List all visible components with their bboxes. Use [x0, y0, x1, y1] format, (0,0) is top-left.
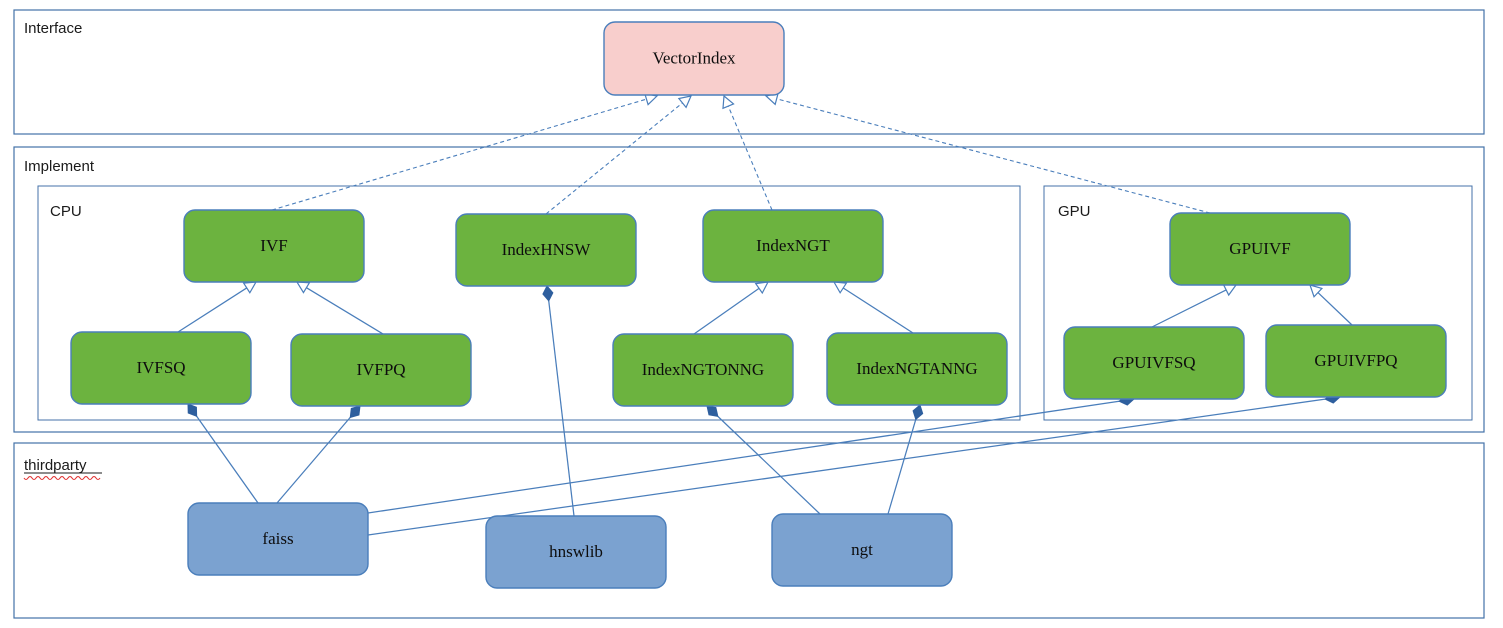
node-box-indexngt[interactable]: [702, 209, 884, 283]
node-label-indexhnsw: IndexHNSW: [502, 240, 592, 259]
edge-ivfsq-faiss: [187, 403, 259, 504]
node-ivf[interactable]: IVF: [183, 209, 365, 283]
composition-diamond-ivfpq-faiss: [349, 405, 361, 419]
composition-diamond-ivfsq-faiss: [187, 403, 198, 417]
node-label-gpuivfsq: GPUIVFSQ: [1112, 353, 1195, 372]
edge-ngtanng-ngt: [887, 404, 924, 515]
node-label-vectorindex: VectorIndex: [652, 48, 736, 67]
node-gpuivfpq[interactable]: GPUIVFPQ: [1265, 324, 1447, 398]
node-label-indexngt: IndexNGT: [756, 236, 830, 255]
node-label-ivfpq: IVFPQ: [356, 360, 405, 379]
node-ivfpq[interactable]: IVFPQ: [290, 333, 472, 407]
node-indexngt[interactable]: IndexNGT: [702, 209, 884, 283]
edge-line-gpuivfpq-gpuivf: [1317, 292, 1353, 326]
edge-line-indexhnsw-hnswlib: [548, 300, 575, 517]
edge-line-ivfsq-ivf: [177, 287, 248, 333]
edge-ngtonng-indexngt: [693, 281, 770, 335]
node-label-gpuivf: GPUIVF: [1229, 239, 1290, 258]
node-box-indexngtonng[interactable]: [612, 333, 794, 407]
node-box-ngt[interactable]: [771, 513, 953, 587]
node-box-vectorindex[interactable]: [603, 21, 785, 96]
group-label-implement: Implement: [24, 158, 95, 175]
node-hnswlib[interactable]: hnswlib: [485, 515, 667, 589]
node-indexhnsw[interactable]: IndexHNSW: [455, 213, 637, 287]
node-box-faiss[interactable]: [187, 502, 369, 576]
edge-line-gpuivf-vectorindex: [776, 98, 1211, 214]
node-faiss[interactable]: faiss: [187, 502, 369, 576]
node-box-indexngtanng[interactable]: [826, 332, 1008, 406]
edge-indexhnsw-vectorindex: [545, 95, 693, 215]
edge-line-ngtonng-ngt: [717, 415, 821, 515]
edge-indexhnsw-hnswlib: [542, 285, 575, 517]
edge-line-indexhnsw-vectorindex: [545, 102, 683, 215]
edge-line-indexngt-vectorindex: [727, 105, 773, 211]
node-label-ivf: IVF: [260, 236, 287, 255]
node-indexngtanng[interactable]: IndexNGTANNG: [826, 332, 1008, 406]
edge-indexngt-vectorindex: [722, 94, 773, 211]
node-vectorindex[interactable]: VectorIndex: [603, 21, 785, 96]
edge-line-gpuivfsq-gpuivf: [1151, 289, 1227, 328]
composition-diamond-ngtonng-ngt: [706, 405, 719, 417]
node-ivfsq[interactable]: IVFSQ: [70, 331, 252, 405]
edge-gpuivfpq-gpuivf: [1309, 284, 1353, 326]
node-box-ivfpq[interactable]: [290, 333, 472, 407]
edge-line-ivfpq-ivf: [306, 287, 384, 335]
node-label-faiss: faiss: [262, 529, 293, 548]
edge-line-ivf-vectorindex: [271, 98, 647, 211]
edge-line-ngtonng-indexngt: [693, 287, 760, 335]
node-ngt[interactable]: ngt: [771, 513, 953, 587]
realization-arrowhead-indexngt-vectorindex: [722, 94, 735, 110]
node-indexngtonng[interactable]: IndexNGTONNG: [612, 333, 794, 407]
generalization-arrowhead-ngtonng-indexngt: [754, 281, 770, 295]
node-label-indexngtonng: IndexNGTONNG: [642, 360, 764, 379]
node-box-ivfsq[interactable]: [70, 331, 252, 405]
edge-line-ivfsq-faiss: [196, 415, 259, 504]
group-label-thirdparty: thirdparty: [24, 457, 87, 474]
node-label-gpuivfpq: GPUIVFPQ: [1314, 351, 1397, 370]
group-label-interface: Interface: [24, 20, 82, 37]
node-label-ngt: ngt: [851, 540, 873, 559]
edge-line-gpuivfsq-faiss: [367, 400, 1120, 514]
node-box-gpuivfpq[interactable]: [1265, 324, 1447, 398]
edge-ivfpq-faiss: [276, 405, 361, 504]
node-box-indexhnsw[interactable]: [455, 213, 637, 287]
node-box-ivf[interactable]: [183, 209, 365, 283]
node-box-gpuivfsq[interactable]: [1063, 326, 1245, 400]
subgroup-label-cpu: CPU: [50, 203, 82, 220]
node-gpuivf[interactable]: GPUIVF: [1169, 212, 1351, 286]
edge-line-ngtanng-indexngt: [842, 287, 914, 334]
subgroup-label-gpu: GPU: [1058, 203, 1091, 220]
node-box-hnswlib[interactable]: [485, 515, 667, 589]
node-label-ivfsq: IVFSQ: [136, 358, 185, 377]
edge-ngtonng-ngt: [706, 405, 821, 515]
edge-line-gpuivfpq-faiss: [367, 398, 1326, 536]
node-gpuivfsq[interactable]: GPUIVFSQ: [1063, 326, 1245, 400]
node-label-hnswlib: hnswlib: [549, 542, 603, 561]
spellcheck-squiggle-thirdparty: [23, 475, 101, 481]
generalization-arrowhead-gpuivfpq-gpuivf: [1309, 284, 1324, 298]
realization-arrowhead-indexhnsw-vectorindex: [677, 95, 693, 109]
edge-line-ngtanng-ngt: [887, 419, 917, 515]
composition-diamond-ngtanng-ngt: [912, 404, 924, 421]
edge-line-ivfpq-faiss: [276, 416, 351, 504]
node-label-indexngtanng: IndexNGTANNG: [856, 359, 977, 378]
node-box-gpuivf[interactable]: [1169, 212, 1351, 286]
composition-diamond-indexhnsw-hnswlib: [542, 285, 554, 302]
edges-layer: [177, 92, 1353, 536]
